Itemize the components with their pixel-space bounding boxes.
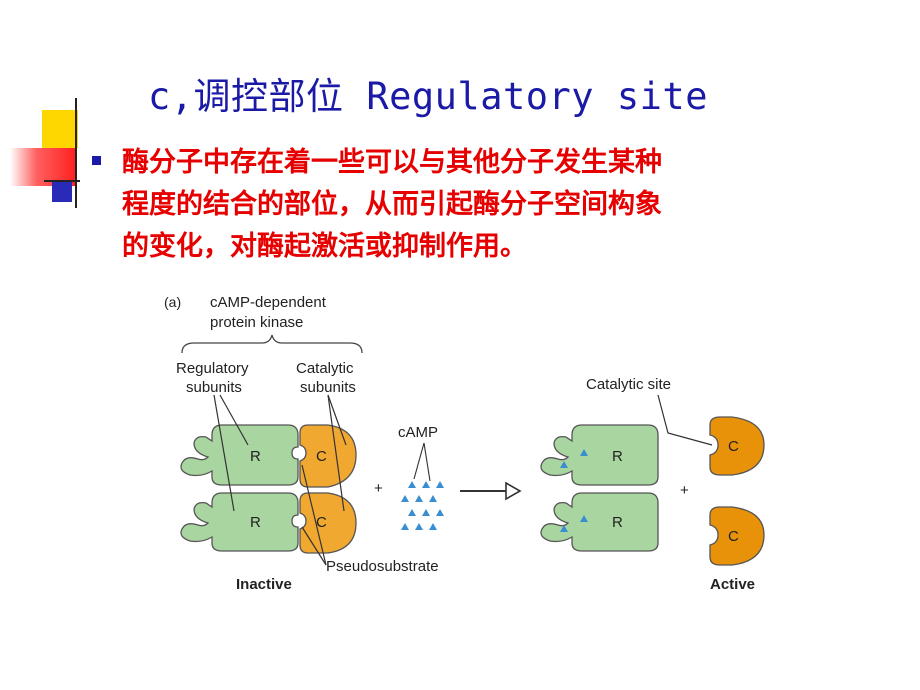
pointer-pseudosubstrate-1 (301, 464, 327, 566)
pointer-regulatory-bottom (213, 394, 235, 512)
camp-pointer-1 (413, 442, 425, 480)
catalytic-label-line1: Catalytic (296, 360, 354, 377)
inactive-label: Inactive (236, 576, 292, 593)
panel-label: (a) (164, 294, 181, 310)
catalytic-site-label: Catalytic site (586, 376, 671, 393)
subunits-brace (181, 334, 363, 354)
deco-horizontal-line (44, 180, 80, 182)
c-label-bottom: C (316, 514, 327, 531)
bound-camp-molecules (560, 449, 588, 532)
deco-blue-square (52, 180, 72, 202)
deco-vertical-line (75, 98, 77, 208)
pointer-pseudosubstrate-2 (301, 526, 327, 566)
active-label: Active (710, 576, 755, 593)
camp-molecules (401, 481, 444, 530)
enzyme-name-line1: cAMP-dependent (210, 294, 327, 311)
body-paragraph: 酶分子中存在着一些可以与其他分子发生某种 程度的结合的部位，从而引起酶分子空间构… (122, 142, 852, 268)
regulatory-label-line1: Regulatory (176, 360, 249, 377)
protein-kinase-diagram: (a) cAMP-dependent protein kinase Regula… (164, 294, 765, 593)
deco-red-bar (10, 148, 76, 186)
catalytic-subunit-active-bottom (709, 506, 765, 566)
r-label-top: R (250, 448, 261, 465)
catalytic-label-line2: subunits (300, 379, 356, 396)
deco-yellow-square (42, 110, 78, 148)
plus-sign-right: + (680, 482, 689, 499)
slide-title: c,调控部位 Regulatory site (148, 75, 708, 118)
catalytic-site-pointer (657, 394, 713, 446)
regulatory-subunit-top (180, 424, 299, 486)
c-label-top: C (316, 448, 327, 465)
pointer-catalytic-bottom (327, 394, 345, 512)
c-label-active-bottom: C (728, 528, 739, 545)
c-label-active-top: C (728, 438, 739, 455)
body-line-1: 酶分子中存在着一些可以与其他分子发生某种 (122, 147, 662, 178)
bullet-square (92, 156, 101, 165)
corner-decoration (0, 0, 110, 210)
regulatory-label-line2: subunits (186, 379, 242, 396)
r-label-active-bottom: R (612, 514, 623, 531)
catalytic-subunit-bottom (299, 492, 357, 554)
body-line-3: 的变化，对酶起激活或抑制作用。 (122, 231, 527, 262)
regulatory-subunit-active-top (540, 424, 659, 486)
plus-sign-left: + (374, 480, 383, 497)
catalytic-subunit-active-top (709, 416, 765, 476)
pointer-regulatory-top (219, 394, 249, 446)
pointer-catalytic-top (327, 394, 347, 446)
camp-pointer-2 (423, 442, 431, 482)
reaction-arrow-head (505, 481, 522, 501)
pseudosubstrate-label: Pseudosubstrate (326, 558, 439, 575)
camp-label: cAMP (398, 424, 438, 441)
regulatory-subunit-active-bottom (540, 492, 659, 552)
catalytic-subunit-top (299, 424, 357, 488)
r-label-bottom: R (250, 514, 261, 531)
r-label-active-top: R (612, 448, 623, 465)
regulatory-subunit-bottom (180, 492, 299, 552)
enzyme-name-line2: protein kinase (210, 314, 303, 331)
body-line-2: 程度的结合的部位，从而引起酶分子空间构象 (122, 189, 662, 220)
